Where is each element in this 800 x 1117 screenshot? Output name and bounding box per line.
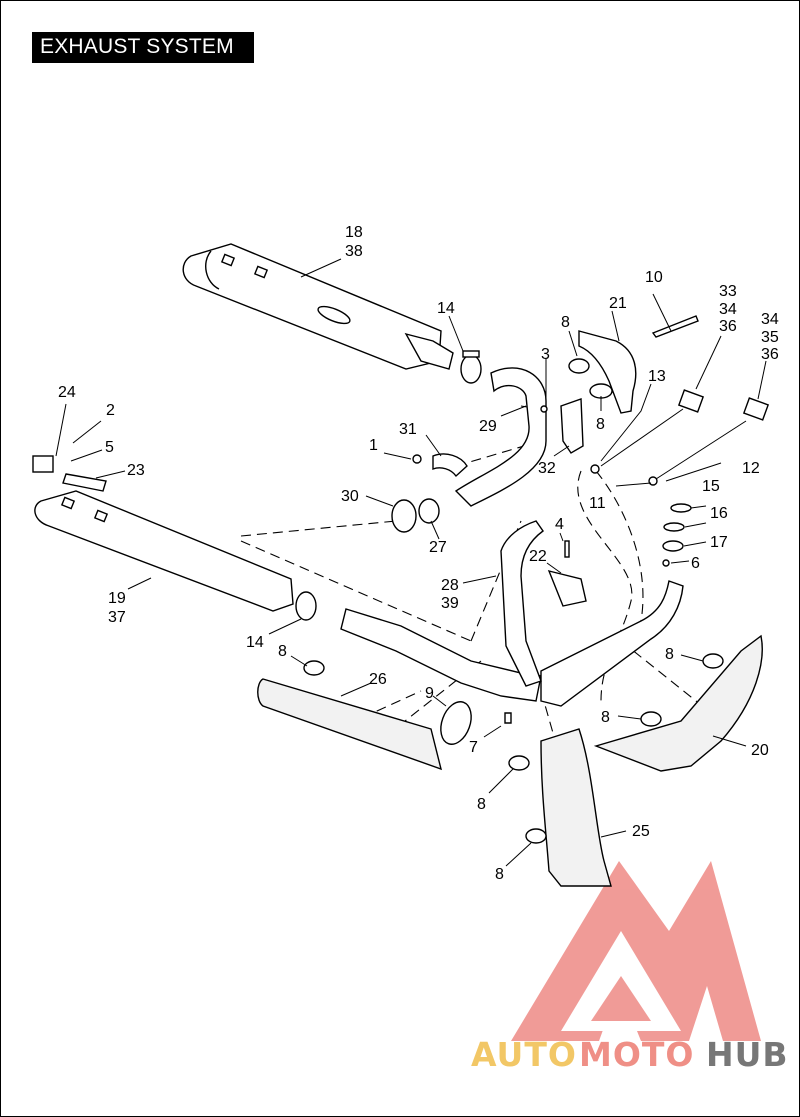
- callout-9: 9: [425, 685, 434, 702]
- page-title: EXHAUST SYSTEM: [40, 35, 234, 58]
- callout-27: 27: [429, 539, 447, 556]
- callout-8e: 8: [601, 709, 610, 726]
- callout-30: 30: [341, 488, 359, 505]
- callout-34b: 34: [761, 311, 779, 328]
- clamps-8: [303, 358, 724, 844]
- clamp-9: [440, 701, 472, 745]
- callout-24: 24: [58, 384, 76, 401]
- callouts: 18 38 14 10 21 33 34 36 34 35 36 8 3 13 …: [58, 224, 779, 883]
- callout-14a: 14: [437, 300, 455, 317]
- callout-4: 4: [555, 516, 564, 533]
- callout-7: 7: [469, 739, 478, 756]
- heat-shield-21: [578, 330, 637, 414]
- callout-3: 3: [541, 346, 550, 363]
- callout-17: 17: [710, 534, 728, 551]
- callout-36b: 36: [761, 346, 779, 363]
- logo-shape: [511, 861, 761, 1041]
- o2-sensors: [590, 389, 770, 486]
- title-box: EXHAUST SYSTEM: [32, 32, 254, 63]
- callout-25: 25: [632, 823, 650, 840]
- callout-8f: 8: [477, 796, 486, 813]
- callout-22: 22: [529, 548, 547, 565]
- callout-8c: 8: [278, 643, 287, 660]
- callout-36a: 36: [719, 318, 737, 335]
- callout-37: 37: [108, 609, 126, 626]
- bracket-24: [32, 455, 107, 492]
- callout-29: 29: [479, 418, 497, 435]
- callout-28: 28: [441, 577, 459, 594]
- crossover-pipe: [340, 520, 684, 707]
- heat-shield-25: [540, 728, 612, 887]
- callout-32: 32: [538, 460, 556, 477]
- callout-26: 26: [369, 671, 387, 688]
- leader-lines: [55, 258, 767, 867]
- bracket-31: [412, 453, 468, 478]
- bracket-22: [504, 540, 587, 724]
- callout-39: 39: [441, 595, 459, 612]
- upper-muffler: [182, 243, 454, 370]
- watermark-auto: AUTO: [471, 1035, 577, 1074]
- callout-18: 18: [345, 224, 363, 241]
- callout-1: 1: [369, 437, 378, 454]
- callout-8g: 8: [495, 866, 504, 883]
- gaskets: [662, 503, 692, 567]
- clamp-lower: [295, 591, 317, 621]
- watermark-hub: HUB: [706, 1035, 789, 1074]
- watermark-text: AUTO MOTO HUB: [471, 1035, 789, 1074]
- callout-2: 2: [106, 402, 115, 419]
- callout-10: 10: [645, 269, 663, 286]
- callout-11: 11: [589, 495, 606, 512]
- heat-shield-26: [257, 678, 442, 771]
- key-10: [651, 315, 699, 338]
- rear-head-pipe: [454, 367, 547, 507]
- callout-21: 21: [609, 295, 627, 312]
- callout-31: 31: [399, 421, 417, 438]
- callout-38: 38: [345, 243, 363, 260]
- callout-16: 16: [710, 505, 728, 522]
- bracket-32: [540, 398, 584, 454]
- lower-muffler: [34, 490, 294, 612]
- callout-8b: 8: [596, 416, 605, 433]
- callout-14b: 14: [246, 634, 264, 651]
- callout-8d: 8: [665, 646, 674, 663]
- callout-12: 12: [742, 460, 760, 477]
- callout-23: 23: [127, 462, 145, 479]
- callout-19: 19: [108, 590, 126, 607]
- clamp-30: [391, 498, 440, 533]
- heat-shield-20: [593, 634, 763, 772]
- callout-13: 13: [648, 368, 666, 385]
- callout-35: 35: [761, 329, 779, 346]
- callout-8a: 8: [561, 314, 570, 331]
- clamp-upper: [460, 350, 482, 384]
- watermark-moto: MOTO: [579, 1035, 694, 1074]
- callout-6: 6: [691, 555, 700, 572]
- callout-15: 15: [702, 478, 720, 495]
- callout-5: 5: [105, 439, 114, 456]
- callout-20: 20: [751, 742, 769, 759]
- callout-34a: 34: [719, 301, 737, 318]
- callout-33: 33: [719, 283, 737, 300]
- watermark-logo: [511, 861, 761, 1041]
